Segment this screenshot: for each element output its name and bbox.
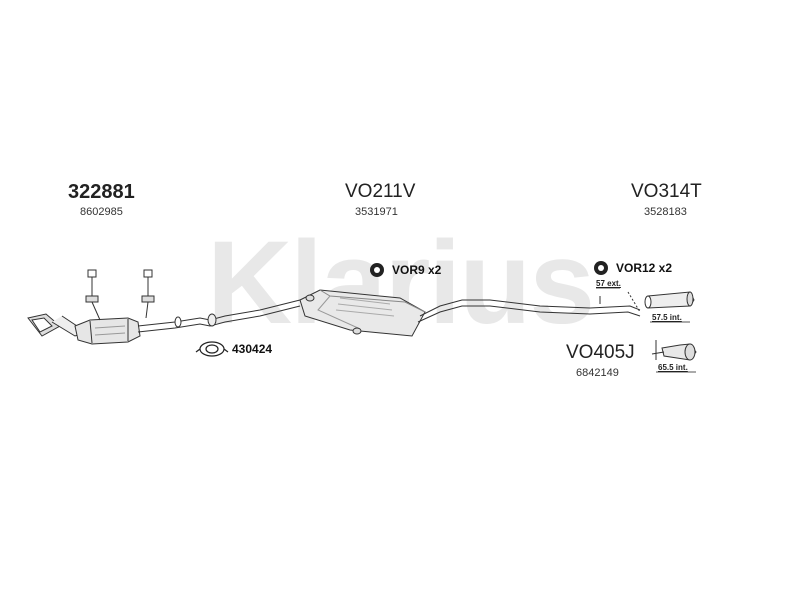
dimension-int-b: 65.5 int. — [658, 363, 688, 372]
middle-silencer — [299, 289, 426, 337]
middle-part-code: VO211V — [345, 181, 416, 202]
front-pipe — [137, 299, 301, 327]
front-hanger-label: VOR9 x2 — [392, 263, 442, 277]
clamp-icon — [195, 341, 229, 357]
middle-part-ref: 3531971 — [355, 206, 398, 218]
tail-trim — [651, 340, 697, 361]
front-part-code: 322881 — [68, 181, 135, 203]
dimension-int-a: 57.5 int. — [652, 313, 682, 322]
tail-pipe — [627, 291, 695, 313]
rear-part-code: VO314T — [631, 181, 702, 202]
dimension-ext: 57 ext. — [596, 279, 621, 288]
rear-hanger-label: VOR12 x2 — [616, 261, 673, 275]
hanger-rubber-rear-icon — [594, 261, 608, 275]
front-part-ref: 8602985 — [80, 206, 123, 218]
clamp-label: 430424 — [232, 342, 273, 356]
tail-part-code: VO405J — [566, 342, 635, 363]
lambda-sensor-2-icon — [141, 269, 155, 319]
tail-part-ref: 6842149 — [576, 367, 619, 379]
catalytic-converter — [74, 317, 141, 345]
rear-part-ref: 3528183 — [644, 206, 687, 218]
front-flange-icon — [27, 313, 61, 337]
lambda-sensor-1-icon — [85, 269, 101, 321]
rear-pipe — [419, 299, 641, 317]
hanger-rubber-icon — [370, 263, 384, 277]
